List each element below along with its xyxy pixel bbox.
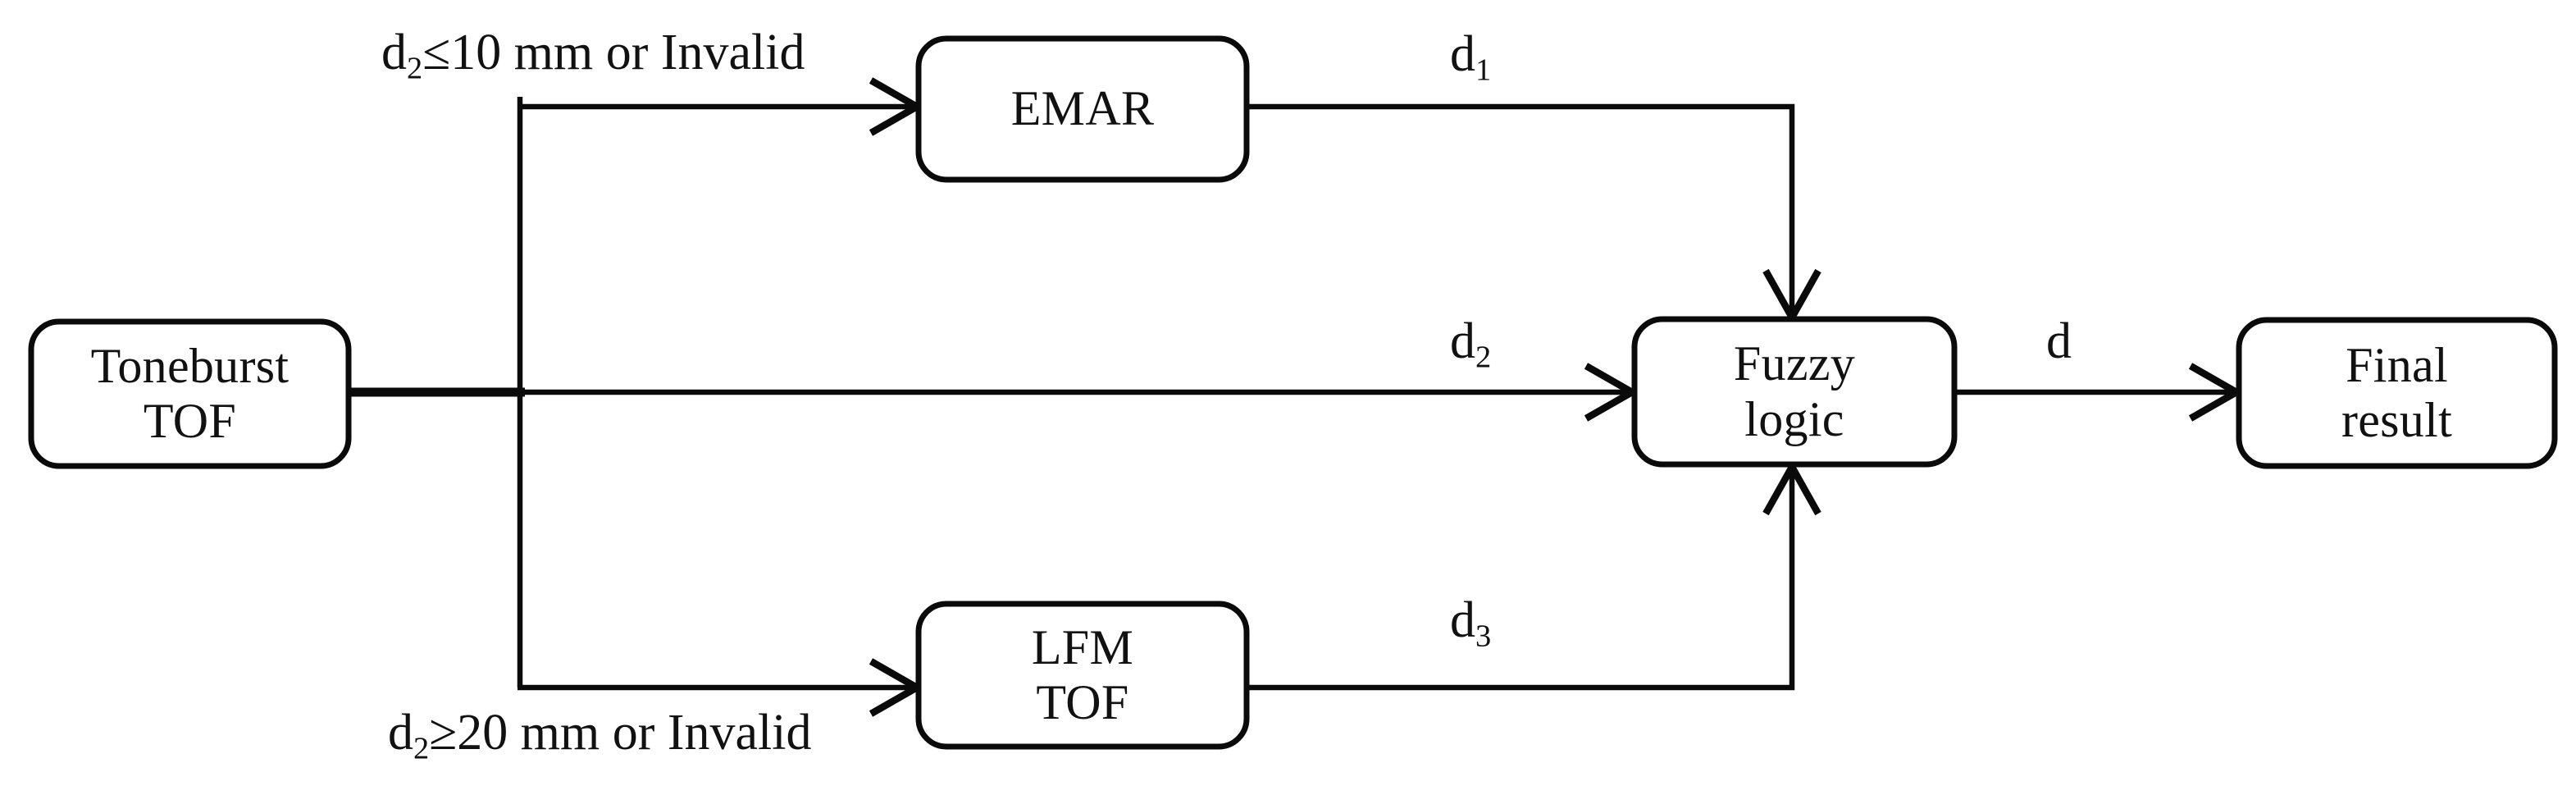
condition-label-upper-suffix: ≤10 mm or Invalid [422, 25, 805, 80]
edge-emar-to-fuzzy [1247, 103, 1795, 317]
node-box-fuzzy-logic[interactable] [1631, 316, 1958, 468]
edge-label-d3-prefix: d [1450, 592, 1475, 648]
condition-label-upper: d2≤10 mm or Invalid [381, 27, 805, 85]
edge-label-d1-prefix: d [1450, 26, 1475, 82]
edge-label-d1: d1 [1450, 29, 1491, 86]
condition-label-upper-prefix: d [381, 25, 407, 80]
node-box-toneburst-tof[interactable] [28, 318, 352, 469]
condition-label-upper-sub: 2 [407, 51, 423, 86]
edge-label-d1-sub: 1 [1475, 53, 1492, 88]
edge-label-d: d [2046, 316, 2072, 367]
edge-label-d3-sub: 3 [1475, 619, 1492, 654]
node-box-lfm-tof[interactable] [915, 601, 1250, 750]
edge-label-d2: d2 [1450, 316, 1491, 373]
node-box-final-result[interactable] [2236, 317, 2558, 469]
condition-label-lower-sub: 2 [413, 731, 430, 766]
node-box-emar[interactable] [915, 35, 1250, 183]
edge-label-d2-sub: 2 [1475, 340, 1492, 375]
condition-label-lower-suffix: ≥20 mm or Invalid [429, 705, 812, 761]
edge-label-d3: d3 [1450, 595, 1491, 652]
edge-label-d-prefix: d [2046, 313, 2072, 369]
condition-label-lower: d2≥20 mm or Invalid [388, 707, 811, 765]
edge-label-d2-prefix: d [1450, 313, 1475, 369]
condition-label-lower-prefix: d [388, 705, 413, 761]
edge-lfm-to-fuzzy [1247, 468, 1795, 691]
